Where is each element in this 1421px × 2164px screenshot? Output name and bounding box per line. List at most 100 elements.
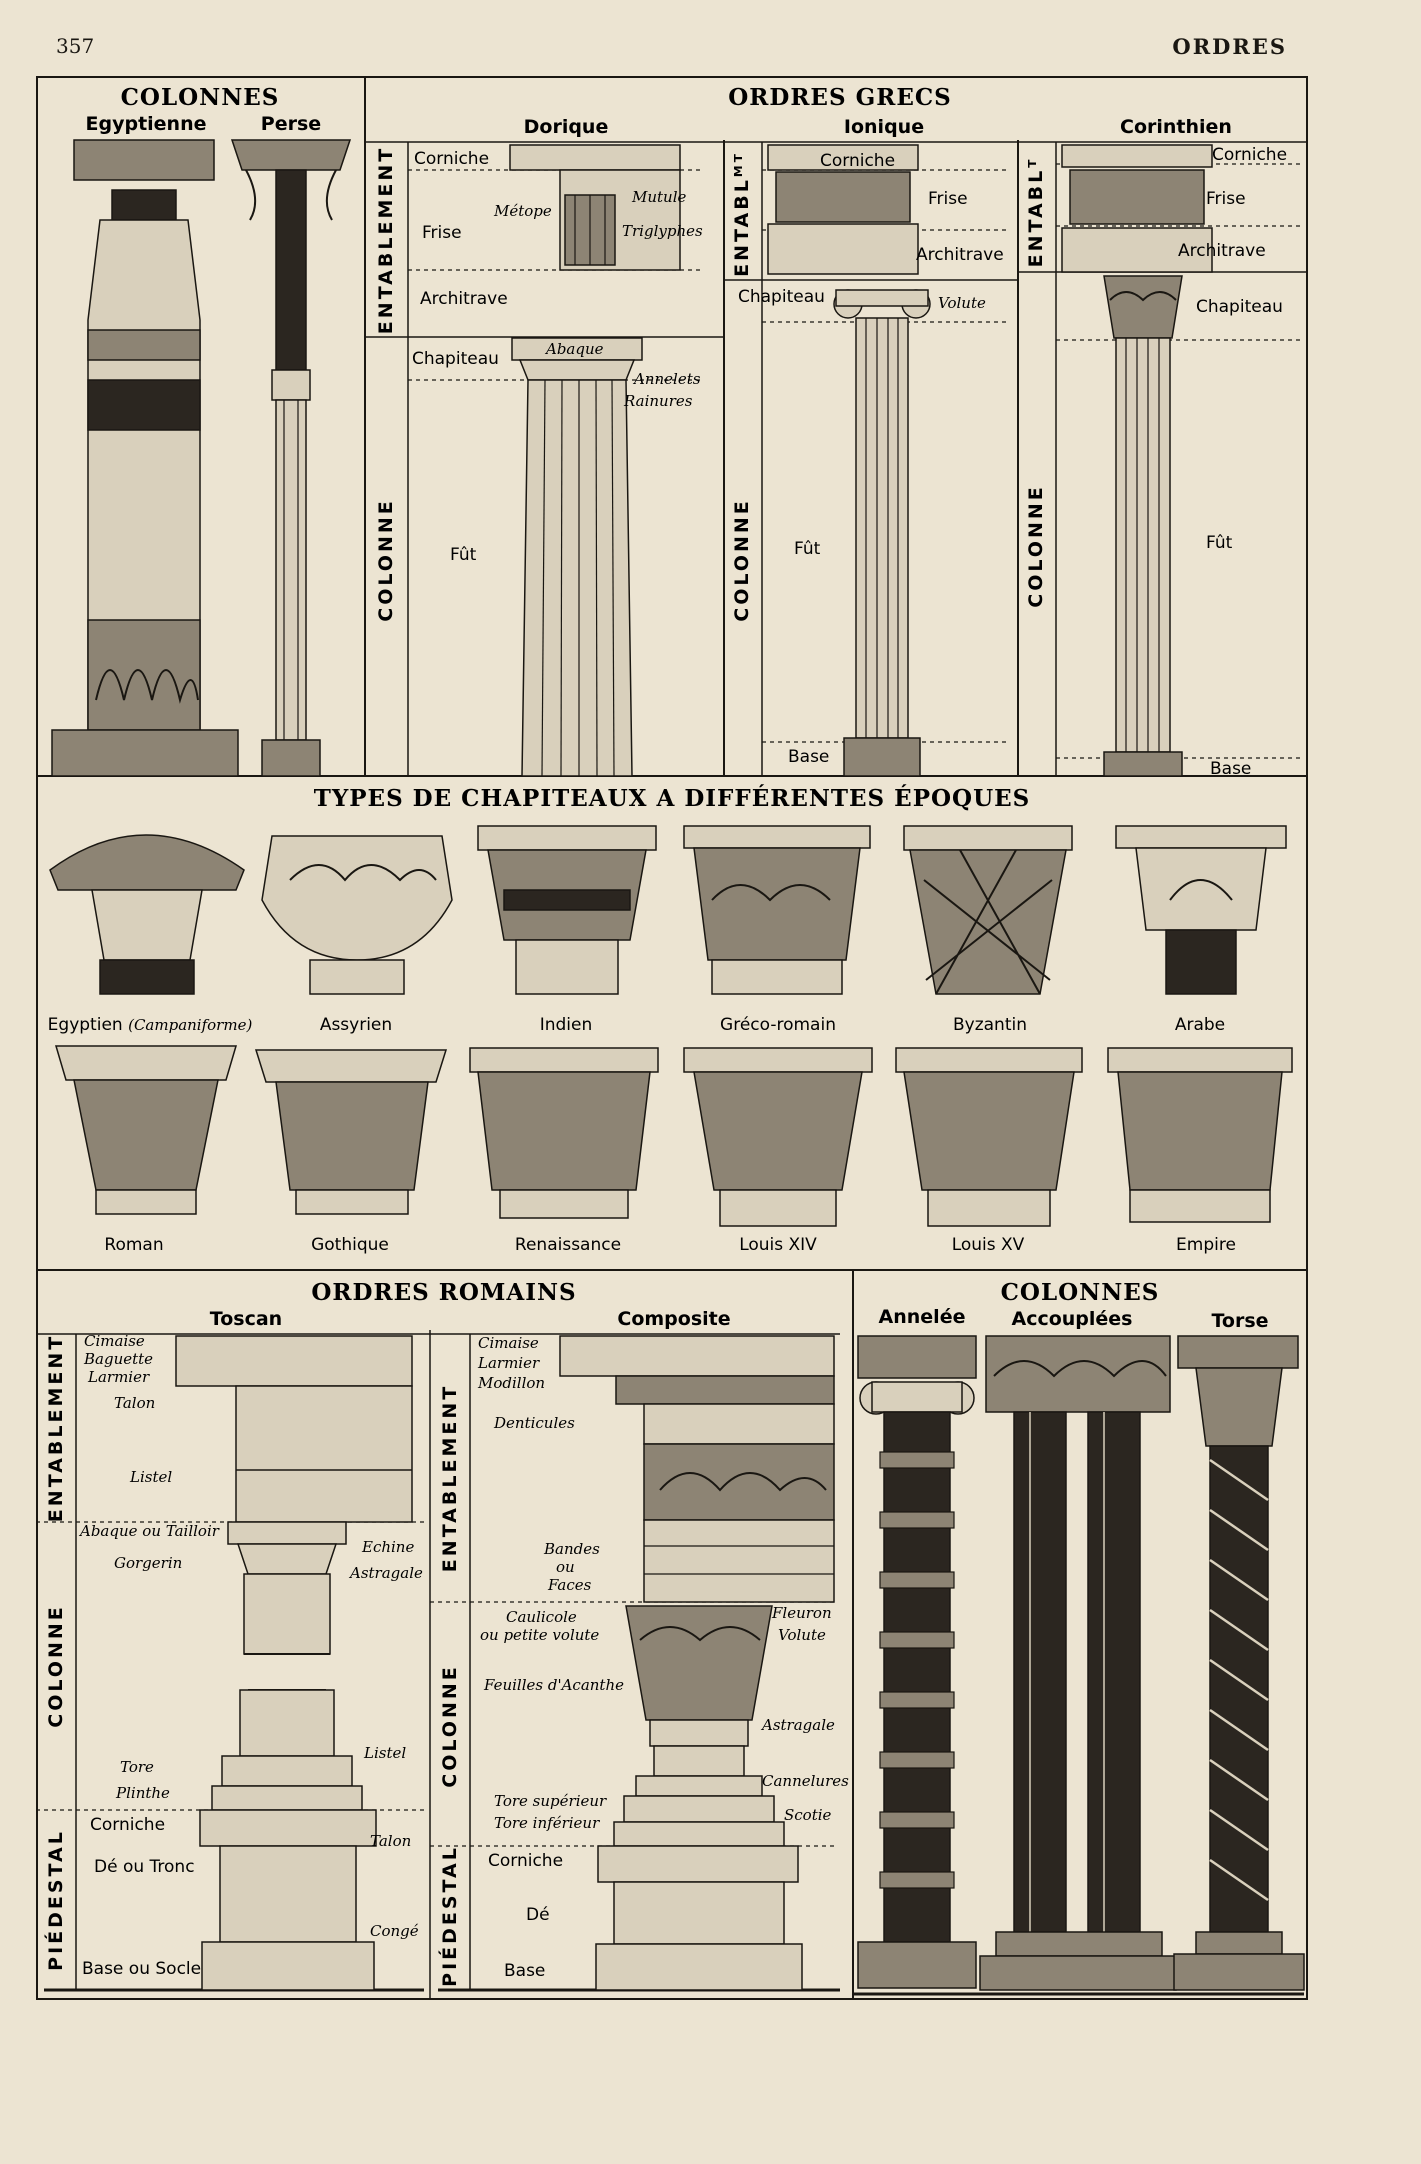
accouplees-columns-drawing [979,1335,1177,1991]
composite-astragale: Astragale [760,1716,835,1734]
dorique-corniche: Corniche [414,149,489,169]
capital-egyptien-label: Egyptien (Campaniforme) [48,1015,253,1035]
capital-louis-xiv-drawing [683,1047,873,1227]
toscan-tore: Tore [120,1758,154,1776]
composite-colonne-label: COLONNE [439,1664,461,1787]
dorique-architrave: Architrave [420,289,508,309]
ionique-entablement-label: ENTABLᴹᵀ [731,151,753,277]
page-header: ORDRES [1172,34,1287,59]
composite-modillon: Modillon [477,1374,545,1392]
composite-petite-volute: ou petite volute [480,1626,599,1644]
corinthien-architrave: Architrave [1178,241,1266,261]
composite-larmier: Larmier [477,1354,540,1372]
capital-byzantin-label: Byzantin [953,1015,1027,1035]
ionique-chapiteau: Chapiteau [738,287,825,307]
ionique-frise: Frise [928,189,968,209]
composite-feuilles: Feuilles d'Acanthe [483,1676,624,1694]
capital-louis-xv-label: Louis XV [952,1235,1025,1255]
page-number: 357 [56,34,95,58]
corinthien-entablement-label: ENTABLᵀ [1025,157,1047,268]
ionic-order-drawing [767,144,931,777]
composite-cimaise: Cimaise [478,1334,539,1352]
dorique-title: Dorique [524,116,609,138]
composite-scotie: Scotie [784,1806,832,1824]
capital-renaissance-drawing [469,1047,659,1219]
composite-tore-inf: Tore inférieur [494,1814,600,1832]
dorique-chapiteau: Chapiteau [412,349,499,369]
capital-greco-romain-drawing [683,825,871,995]
composite-caulicole: Caulicole [506,1608,577,1626]
composite-corniche: Corniche [488,1851,563,1871]
grecs-title: ORDRES GRECS [728,84,952,111]
ionique-base: Base [788,747,829,767]
dorique-colonne-label: COLONNE [375,498,397,621]
corinthien-corniche: Corniche [1212,145,1287,165]
toscan-cimaise: Cimaise [84,1332,145,1350]
composite-ou: ou [556,1558,575,1576]
toscan-gorgerin: Gorgerin [114,1554,182,1572]
perse-title: Perse [261,113,321,135]
toscan-plinthe: Plinthe [115,1784,170,1802]
composite-denticules: Denticules [493,1414,575,1432]
romains-title: ORDRES ROMAINS [311,1279,576,1306]
composite-tore-sup: Tore supérieur [494,1792,607,1810]
persian-column-drawing [230,139,352,777]
plate-frame [36,76,1308,2000]
capital-egyptien-drawing [49,834,245,995]
dorique-rainures: Rainures [623,392,693,410]
capital-byzantin-drawing [903,825,1073,995]
toscan-title: Toscan [210,1308,282,1330]
corinthien-chapiteau: Chapiteau [1196,297,1283,317]
ionique-architrave: Architrave [916,245,1004,265]
dorique-triglyphes: Triglyphes [622,222,703,240]
corinthien-frise: Frise [1206,189,1246,209]
annelee-title: Annelée [879,1306,966,1328]
toscan-de: Dé ou Tronc [94,1857,195,1877]
capital-greco-romain-label: Gréco-romain [720,1015,836,1035]
toscan-base: Base ou Socle [82,1959,201,1979]
toscan-entablement-label: ENTABLEMENT [45,1334,67,1522]
ionique-fut: Fût [794,539,821,559]
ionique-title: Ionique [844,116,924,138]
corinthien-base: Base [1210,759,1251,779]
capital-gothique-label: Gothique [311,1235,389,1255]
capitals-row-1 [49,825,1287,995]
toscan-astragale: Astragale [348,1564,423,1582]
capital-roman-label: Roman [104,1235,163,1255]
colonnes-title: COLONNES [121,84,280,111]
toscan-colonne-label: COLONNE [45,1604,67,1727]
composite-fleuron: Fleuron [771,1604,832,1622]
dorique-entablement-label: ENTABLEMENT [375,146,397,334]
capital-louis-xv-drawing [895,1047,1083,1227]
egyptienne-title: Egyptienne [86,113,207,135]
colonnes-bottom-title: COLONNES [1001,1279,1160,1306]
composite-faces: Faces [547,1576,592,1594]
toscan-talon-2: Talon [370,1832,411,1850]
capital-renaissance-label: Renaissance [515,1235,621,1255]
dorique-abaque: Abaque [544,340,604,358]
composite-order-drawing [559,1335,835,1991]
toscan-listel: Listel [129,1468,172,1486]
corinthien-colonne-label: COLONNE [1025,484,1047,607]
composite-entablement-label: ENTABLEMENT [439,1384,461,1572]
chapiteaux-title: TYPES DE CHAPITEAUX A DIFFÉRENTES ÉPOQUE… [314,785,1031,812]
composite-piedestal-label: PIÉDESTAL [438,1845,461,1987]
composite-bandes: Bandes [543,1540,600,1558]
dorique-mutule: Mutule [631,188,687,206]
capital-roman-drawing [54,1045,238,1215]
composite-base: Base [504,1961,545,1981]
capital-indien-label: Indien [540,1015,593,1035]
toscan-talon: Talon [114,1394,155,1412]
capitals-row-2 [54,1045,1293,1227]
dorique-annelets: Annelets [632,370,701,388]
toscan-larmier: Larmier [87,1368,150,1386]
composite-title: Composite [617,1308,730,1330]
capital-indien-drawing [477,825,657,995]
composite-volute: Volute [778,1626,826,1644]
torse-column-drawing [1173,1335,1305,1991]
capital-arabe-label: Arabe [1175,1015,1225,1035]
dorique-frise: Frise [422,223,462,243]
composite-de: Dé [526,1905,550,1925]
corinthian-order-drawing [1061,144,1213,777]
capital-assyrien-drawing [261,835,453,995]
